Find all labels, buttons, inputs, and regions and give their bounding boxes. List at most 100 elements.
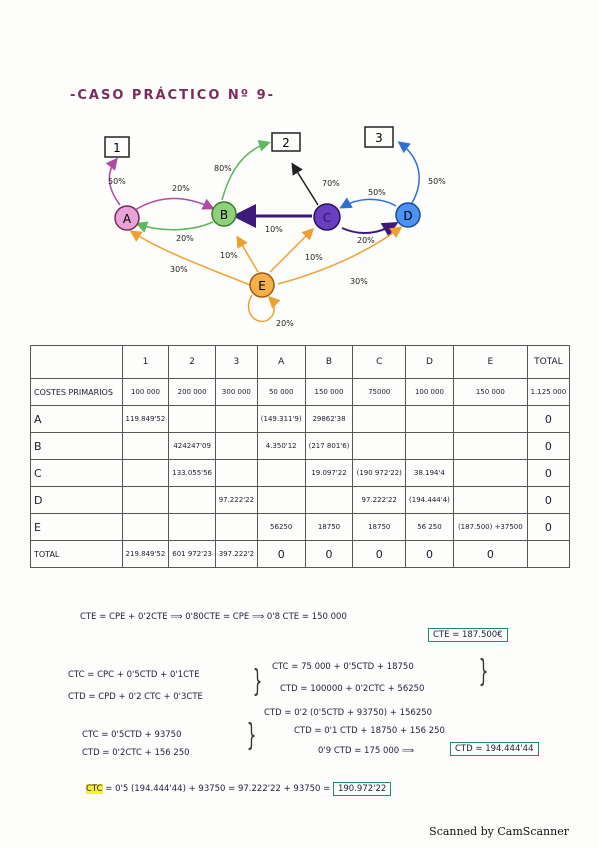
table-cell [214, 459, 258, 487]
table-cell: 18750 [304, 513, 354, 541]
edge-label-d-c: 50% [368, 188, 386, 197]
table-header-cell: C [352, 345, 407, 379]
table-header-cell: 1 [121, 345, 170, 379]
table-header-cell [30, 345, 123, 379]
row-label: A [30, 405, 123, 433]
box-1-label: 1 [113, 141, 121, 155]
edge-label-b-a: 20% [176, 234, 194, 243]
table-cell: 0 [526, 513, 571, 541]
table-header-cell: E [452, 345, 528, 379]
table-cell: 0 [352, 540, 407, 568]
node-d: D [395, 202, 421, 228]
row-label: D [30, 486, 123, 514]
equation-ctc-sub: CTC = 75 000 + 0'5CTD + 18750 [272, 662, 414, 672]
table-cell [121, 486, 170, 514]
table-cell: (187.500) +37500 [452, 513, 528, 541]
table-row: A 119.849'52 (149.311'9) 29862'38 0 [30, 405, 571, 433]
equation-ctd: CTD = CPD + 0'2 CTC + 0'3CTE [68, 692, 203, 702]
edge-label-e-c: 10% [305, 253, 323, 262]
box-3: 3 [364, 126, 394, 148]
table-header-cell: 3 [214, 345, 258, 379]
edge-c-2 [291, 162, 319, 206]
table-cell: 29862'38 [304, 405, 354, 433]
table-cell [168, 405, 216, 433]
table-cell: 601 972'23 [168, 540, 216, 568]
table-cell [452, 486, 528, 514]
table-cell [526, 540, 571, 568]
box-3-label: 3 [375, 131, 383, 145]
table-cell: 133.055'56 [168, 459, 216, 487]
node-e-label: E [258, 279, 266, 293]
result-ctd: CTD = 194.444'44 [450, 742, 539, 756]
edge-label-c-d: 20% [357, 236, 375, 245]
node-b-label: B [220, 208, 228, 222]
table-header-row: 1 2 3 A B C D E TOTAL [30, 345, 571, 379]
table-cell: 97.222'22 [352, 486, 407, 514]
brace-lower: } [246, 718, 257, 753]
table-cell: 150 000 [304, 378, 354, 406]
table-cell: 150 000 [452, 378, 528, 406]
node-e: E [249, 272, 275, 298]
table-cell [168, 513, 216, 541]
edge-label-e-d: 30% [350, 277, 368, 286]
brace-left: } [252, 664, 263, 699]
result-cte: CTE = 187.500€ [428, 628, 508, 642]
node-d-label: D [403, 209, 412, 223]
row-label: E [30, 513, 123, 541]
edge-label-c-b: 10% [265, 225, 283, 234]
table-cell: 119.849'52 [121, 405, 170, 433]
edge-a-1 [105, 157, 121, 206]
table-cell: 0 [526, 432, 571, 460]
table-cell: 300 000 [214, 378, 258, 406]
table-cell: 0 [256, 540, 306, 568]
equation-ctc: CTC = CPC + 0'5CTD + 0'1CTE [68, 670, 200, 680]
edge-c-d [341, 221, 399, 237]
equation-ctd-simplified: CTD = 0'2CTC + 156 250 [82, 748, 190, 758]
ctc-highlight: CTC [86, 784, 103, 794]
table-cell [214, 432, 258, 460]
table-cell [405, 405, 454, 433]
table-cell: 75000 [352, 378, 407, 406]
table-cell: 56250 [256, 513, 306, 541]
table-cell: 0 [452, 540, 528, 568]
table-cell: 0 [405, 540, 454, 568]
row-label: TOTAL [30, 540, 123, 568]
brace-right: } [478, 654, 489, 689]
table-cell: 0 [526, 486, 571, 514]
row-label: C [30, 459, 123, 487]
table-cell: 1.125 000 [526, 378, 571, 406]
row-label: B [30, 432, 123, 460]
node-c-label: C [323, 211, 331, 225]
table-cell: (190 972'22) [352, 459, 407, 487]
table-cell: 200 000 [168, 378, 216, 406]
equation-ctd-expanded: CTD = 0'1 CTD + 18750 + 156 250 [294, 726, 445, 736]
page-title: -CASO PRÁCTICO Nº 9- [70, 88, 276, 103]
node-a-label: A [123, 212, 132, 226]
table-cell [352, 405, 407, 433]
table-cell: 100 000 [121, 378, 170, 406]
edge-b-a [135, 221, 214, 233]
table-header-cell: TOTAL [526, 345, 571, 379]
edge-d-c [339, 197, 397, 209]
edge-label-a-1: 50% [108, 177, 126, 186]
edge-label-e-b: 10% [220, 251, 238, 260]
table-cell [256, 459, 306, 487]
equation-final-expr: = 0'5 (194.444'44) + 93750 = 97.222'22 +… [105, 784, 331, 794]
table-cell: (149.311'9) [256, 405, 306, 433]
table-cell [304, 486, 354, 514]
edge-label-e-e: 20% [276, 319, 294, 328]
table-cell: 38.194'4 [405, 459, 454, 487]
table-cell: 100 000 [405, 378, 454, 406]
table-cell [121, 432, 170, 460]
edge-e-a [129, 230, 251, 286]
table-header-cell: A [256, 345, 306, 379]
table-cell [452, 432, 528, 460]
edge-label-c-2: 70% [322, 179, 340, 188]
table-cell: 19.097'22 [304, 459, 354, 487]
table-cell: 50 000 [256, 378, 306, 406]
table-row: COSTES PRIMARIOS 100 000 200 000 300 000… [30, 378, 571, 406]
table-cell [452, 459, 528, 487]
equation-ctd-substituted: CTD = 0'2 (0'5CTD + 93750) + 156250 [264, 708, 433, 718]
table-row: C 133.055'56 19.097'22 (190 972'22) 38.1… [30, 459, 571, 487]
table-cell: 56 250 [405, 513, 454, 541]
